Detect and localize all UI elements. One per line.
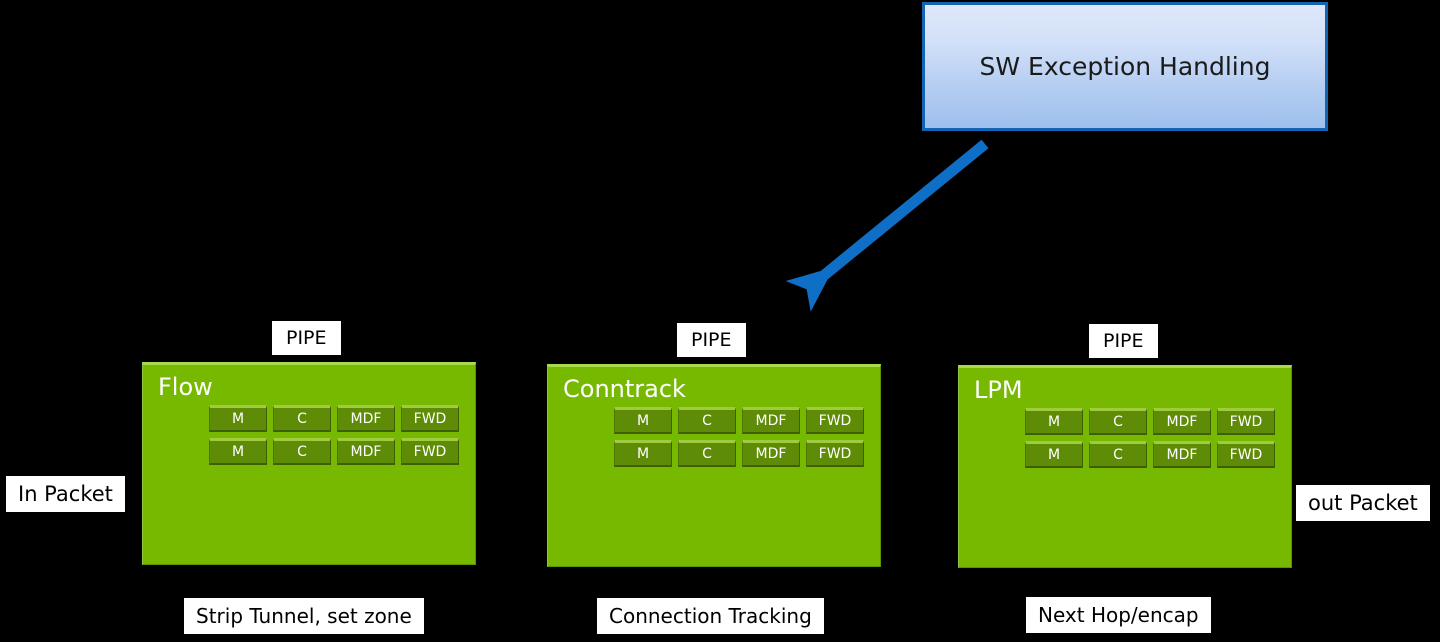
cell-fwd[interactable]: FWD (1217, 441, 1275, 468)
stage-flow-title: Flow (158, 373, 213, 401)
cell-m[interactable]: M (614, 407, 672, 434)
stage-conntrack-title: Conntrack (563, 375, 686, 403)
stage-flow[interactable]: Flow M C MDF FWD M C MDF FWD (142, 362, 476, 565)
cell-row: M C MDF FWD (614, 440, 864, 467)
caption-lpm: Next Hop/encap (1026, 597, 1211, 633)
pipe-label-lpm: PIPE (1089, 324, 1158, 358)
cell-mdf[interactable]: MDF (742, 440, 800, 467)
stage-lpm-title: LPM (974, 376, 1023, 404)
cell-m[interactable]: M (1025, 441, 1083, 468)
caption-conntrack: Connection Tracking (597, 598, 824, 634)
cell-row: M C MDF FWD (1025, 441, 1275, 468)
cell-mdf[interactable]: MDF (1153, 441, 1211, 468)
cell-fwd[interactable]: FWD (401, 405, 459, 432)
cell-m[interactable]: M (1025, 408, 1083, 435)
cell-c[interactable]: C (1089, 408, 1147, 435)
cell-c[interactable]: C (273, 438, 331, 465)
cell-m[interactable]: M (614, 440, 672, 467)
stage-conntrack-cell-grid: M C MDF FWD M C MDF FWD (614, 407, 864, 467)
out-packet-label: out Packet (1296, 485, 1430, 521)
cell-mdf[interactable]: MDF (1153, 408, 1211, 435)
cell-mdf[interactable]: MDF (742, 407, 800, 434)
cell-row: M C MDF FWD (614, 407, 864, 434)
cell-mdf[interactable]: MDF (337, 405, 395, 432)
cell-c[interactable]: C (678, 407, 736, 434)
cell-row: M C MDF FWD (209, 438, 459, 465)
pipe-label-flow: PIPE (272, 321, 341, 355)
pipe-label-conntrack: PIPE (677, 323, 746, 357)
cell-fwd[interactable]: FWD (1217, 408, 1275, 435)
cell-mdf[interactable]: MDF (337, 438, 395, 465)
cell-c[interactable]: C (1089, 441, 1147, 468)
stage-flow-cell-grid: M C MDF FWD M C MDF FWD (209, 405, 459, 465)
stage-lpm-cell-grid: M C MDF FWD M C MDF FWD (1025, 408, 1275, 468)
cell-row: M C MDF FWD (1025, 408, 1275, 435)
cell-c[interactable]: C (273, 405, 331, 432)
cell-m[interactable]: M (209, 405, 267, 432)
cell-m[interactable]: M (209, 438, 267, 465)
caption-flow: Strip Tunnel, set zone (184, 598, 424, 634)
in-packet-label: In Packet (6, 476, 125, 512)
cell-fwd[interactable]: FWD (401, 438, 459, 465)
cell-c[interactable]: C (678, 440, 736, 467)
sw-exception-handling-box[interactable]: SW Exception Handling (922, 2, 1328, 131)
sw-exception-handling-label: SW Exception Handling (979, 52, 1271, 81)
stage-conntrack[interactable]: Conntrack M C MDF FWD M C MDF FWD (547, 364, 881, 567)
cell-row: M C MDF FWD (209, 405, 459, 432)
cell-fwd[interactable]: FWD (806, 440, 864, 467)
stage-lpm[interactable]: LPM M C MDF FWD M C MDF FWD (958, 365, 1292, 568)
cell-fwd[interactable]: FWD (806, 407, 864, 434)
